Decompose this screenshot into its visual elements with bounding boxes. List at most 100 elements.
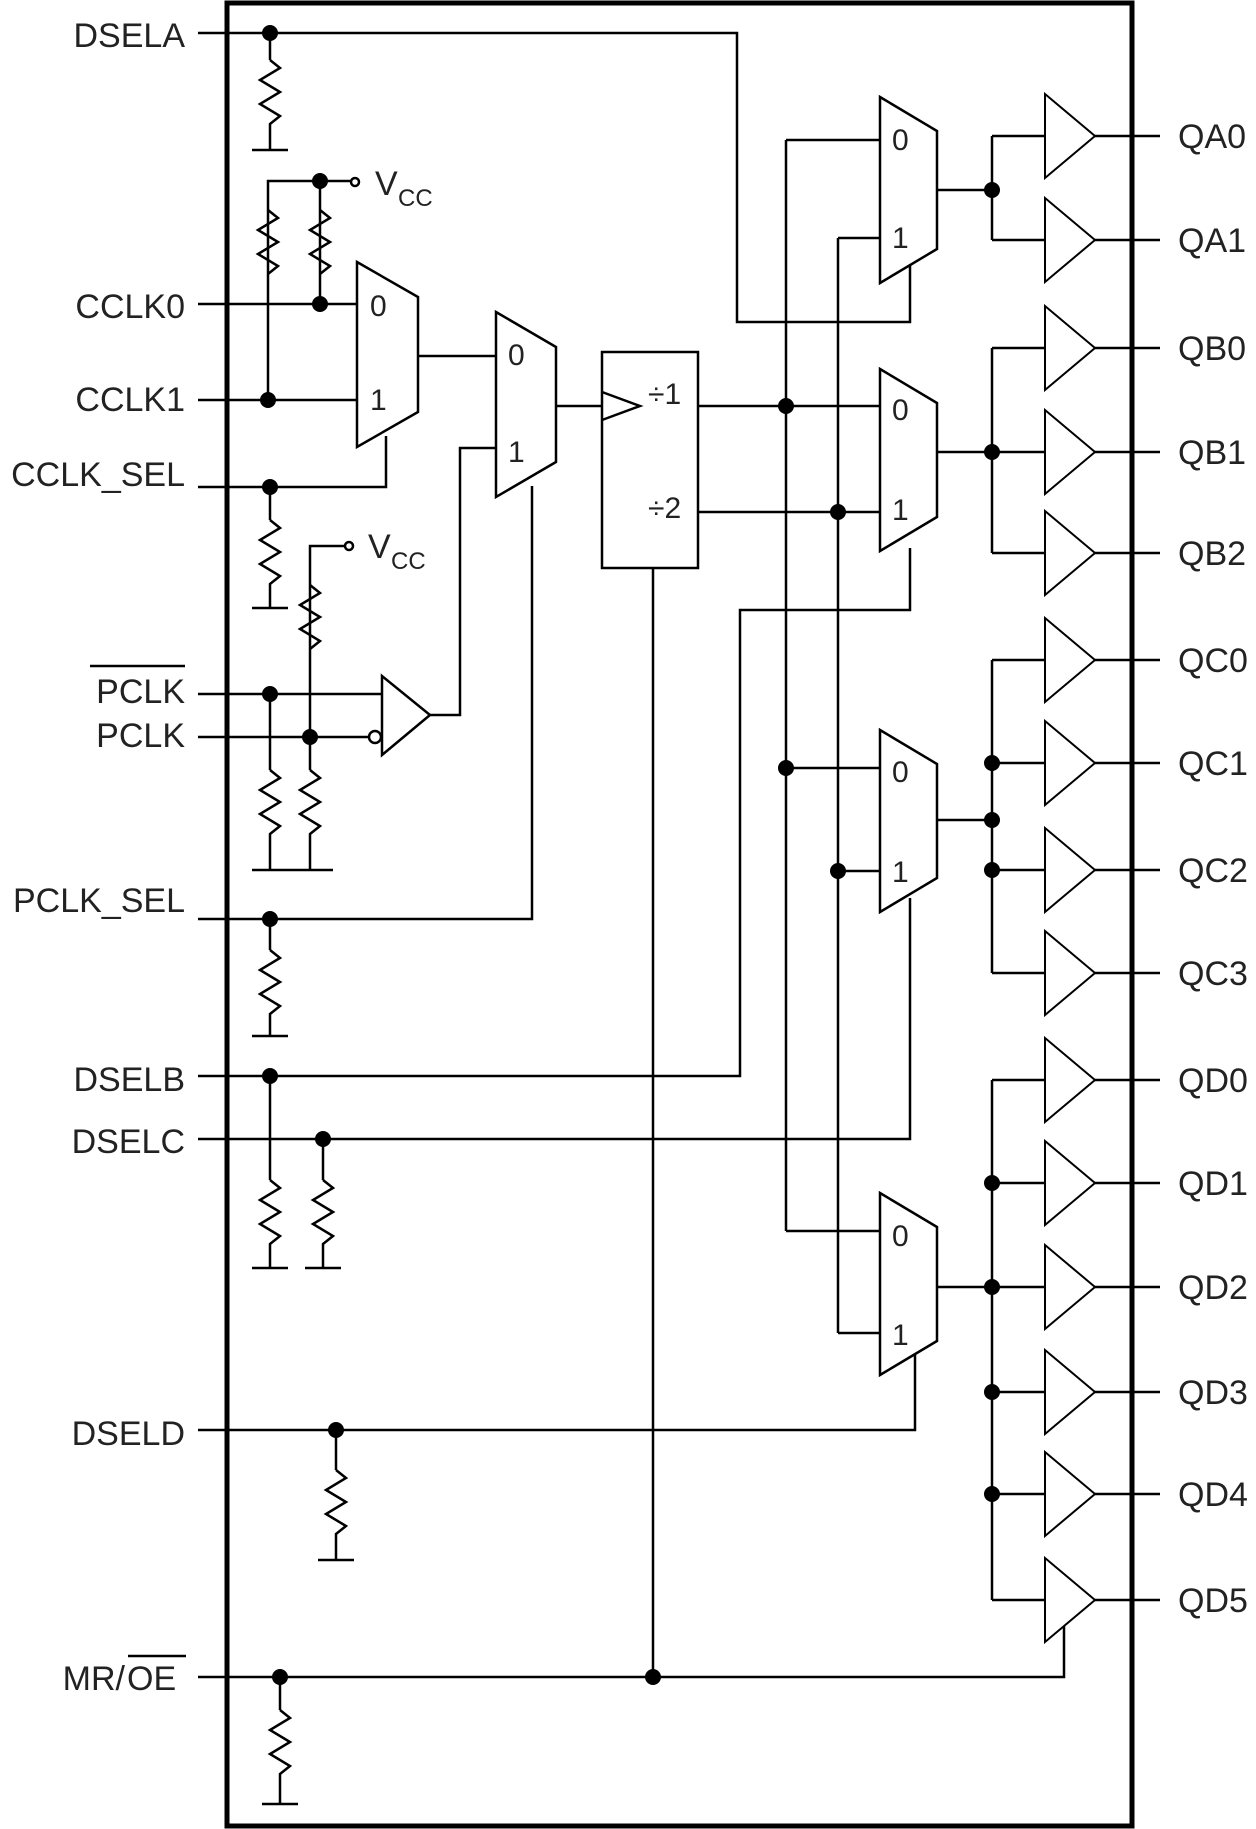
output-buffer-qd2: [1044, 1242, 1097, 1332]
junction-mr-divider: [645, 1669, 661, 1685]
junction-dselc: [315, 1131, 331, 1147]
output-label-qc3: QC3: [1178, 955, 1248, 993]
output-label-qc2: QC2: [1178, 852, 1248, 890]
resistor-cclk-sel: [252, 519, 288, 610]
mux-bank-b-0: 0: [892, 394, 909, 427]
resistor-pclk-bar-pulldown: [297, 769, 323, 870]
output-label-qd3: QD3: [1178, 1374, 1248, 1412]
pin-cclk-sel-label: CCLK_SEL: [11, 456, 185, 494]
resistor-pclk-pullup: [297, 584, 323, 650]
mux-bank-b: [878, 366, 939, 554]
junction-cclk1: [260, 392, 276, 408]
mux-cclk-0: 0: [370, 290, 387, 323]
junction-vcc-top: [312, 173, 328, 189]
wire-pclk-buf-out: [430, 446, 496, 717]
pin-dsela-label: DSELA: [74, 17, 186, 55]
mux-clock-select: [494, 309, 558, 500]
wire-dsela: [198, 31, 912, 324]
vcc-terminal-top: [349, 176, 361, 188]
output-label-qc0: QC0: [1178, 642, 1248, 680]
mux-bank-d-0: 0: [892, 1220, 909, 1253]
output-buffer-qc2: [1044, 825, 1097, 915]
mux-bank-a-0: 0: [892, 124, 909, 157]
wire-dselb: [198, 548, 912, 1078]
mux-bank-c-1: 1: [892, 856, 909, 889]
junction-div2: [830, 504, 846, 520]
wire-dseld: [198, 1345, 917, 1432]
wire-mr-oe: [198, 1610, 1066, 1679]
mux-bank-c: [878, 727, 939, 915]
resistor-pclk-pulldown: [257, 769, 283, 870]
mux-clock-select-0: 0: [508, 339, 525, 372]
junction-qa-bus: [984, 182, 1000, 198]
output-buffers: QA0QA1QB0QB1QB2QC0QC1QC2QC3QD0QD1QD2QD3Q…: [992, 91, 1248, 1645]
output-label-qb2: QB2: [1178, 535, 1246, 573]
junction-qc-bus: [984, 812, 1000, 828]
resistor-dsela: [252, 59, 288, 152]
resistor-mr-oe: [262, 1709, 298, 1806]
resistor-cclk-pullup-b: [307, 209, 333, 275]
output-label-qd2: QD2: [1178, 1269, 1248, 1307]
resistor-dseld: [318, 1469, 354, 1562]
divider-block: [600, 350, 700, 570]
mux-clock-select-1: 1: [508, 436, 525, 469]
divider-clock-edge: [601, 390, 644, 422]
output-buffer-qd1: [1044, 1138, 1097, 1228]
wire-cclk-sel: [198, 436, 388, 489]
output-label-qb0: QB0: [1178, 330, 1246, 368]
pin-oe-label: OE: [127, 1660, 176, 1698]
output-buffer-qb1: [1044, 407, 1097, 497]
output-buffer-qa0: [1044, 91, 1097, 181]
junction-cclk0: [312, 296, 328, 312]
buffer-pclk-diff: [380, 673, 432, 758]
resistor-cclk-pullup-a: [255, 209, 281, 275]
vcc-label-pclk: V: [368, 528, 391, 566]
divider-div2-label: ÷2: [648, 492, 681, 525]
mux-bank-d: [878, 1190, 939, 1378]
junction-pclk: [262, 686, 278, 702]
vcc-label-top: V: [375, 165, 398, 203]
mux-bank-a-1: 1: [892, 222, 909, 255]
pin-mr-label: MR/: [63, 1660, 126, 1698]
output-buffer-qd0: [1044, 1035, 1097, 1125]
junction-mr-oe: [272, 1669, 288, 1685]
junction-pclk-bar: [302, 729, 318, 745]
junction-dseld: [328, 1422, 344, 1438]
wire-pclk-pullup: [308, 544, 345, 737]
resistor-pclk-sel: [252, 949, 288, 1038]
output-label-qd5: QD5: [1178, 1582, 1248, 1620]
junction-div1-qc: [778, 760, 794, 776]
junction-cclk-sel: [262, 479, 278, 495]
output-buffer-qc1: [1044, 718, 1097, 808]
output-label-qd1: QD1: [1178, 1165, 1248, 1203]
wire-pclk-sel: [198, 486, 534, 921]
output-label-qa1: QA1: [1178, 222, 1246, 260]
mux-bank-b-1: 1: [892, 494, 909, 527]
resistor-dselb: [252, 1179, 288, 1270]
chip-boundary: [224, 0, 1135, 1829]
pin-dselc-label: DSELC: [72, 1123, 185, 1161]
mux-bank-a: [878, 94, 939, 286]
junction-dsela: [262, 25, 278, 41]
output-label-qd0: QD0: [1178, 1062, 1248, 1100]
output-buffer-qc0: [1044, 615, 1097, 705]
output-buffer-qc3: [1044, 928, 1097, 1018]
wire-cclk-pullup: [266, 179, 351, 400]
vcc-sub-top: CC: [398, 185, 433, 212]
pclk-bar-invert-bubble: [367, 729, 383, 745]
junction-pclk-sel: [262, 911, 278, 927]
junction-div1: [778, 398, 794, 414]
output-buffer-qd4: [1044, 1449, 1097, 1539]
output-label-qc1: QC1: [1178, 745, 1248, 783]
output-label-qa0: QA0: [1178, 118, 1246, 156]
output-label-qb1: QB1: [1178, 434, 1246, 472]
pin-pclk-label: PCLK: [96, 673, 185, 711]
pin-cclk0-label: CCLK0: [75, 288, 185, 326]
wire-dselc: [198, 898, 912, 1141]
mux-cclk-1: 1: [370, 384, 387, 417]
output-buffer-qb2: [1044, 508, 1097, 598]
vcc-sub-pclk: CC: [391, 548, 426, 575]
pin-dseld-label: DSELD: [72, 1415, 185, 1453]
output-buffer-qb0: [1044, 303, 1097, 393]
